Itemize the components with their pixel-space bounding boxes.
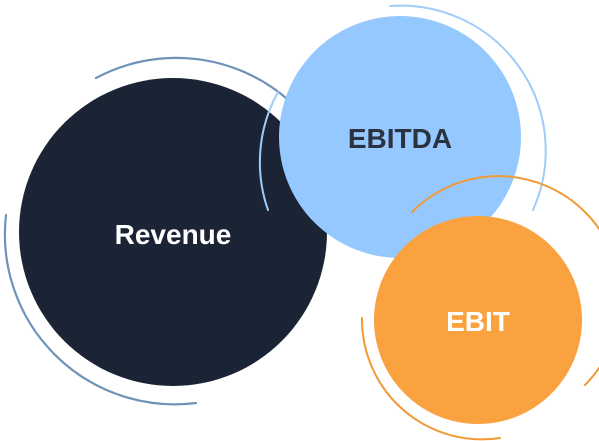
- ebit-label: EBIT: [446, 306, 510, 337]
- ebit-node: EBIT: [360, 175, 599, 441]
- ebitda-circle: [279, 16, 521, 258]
- ebit-outer-ring: [411, 175, 599, 386]
- revenue-circle: [19, 78, 327, 386]
- ebitda-node: EBITDA: [258, 4, 547, 258]
- revenue-outer-ring-lower: [3, 213, 198, 406]
- revenue-outer-ring: [94, 56, 288, 100]
- ebitda-label: EBITDA: [348, 123, 452, 154]
- revenue-label: Revenue: [115, 219, 232, 250]
- ebitda-outer-ring-left: [258, 91, 279, 211]
- ebit-circle: [374, 216, 582, 424]
- revenue-node: Revenue: [3, 56, 327, 406]
- ebitda-outer-ring: [389, 4, 547, 211]
- ebit-outer-ring-lower: [360, 317, 501, 441]
